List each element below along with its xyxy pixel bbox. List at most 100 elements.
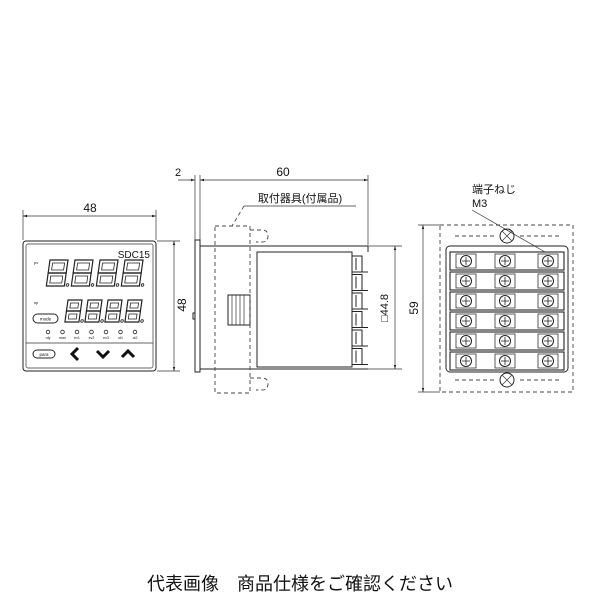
screw-slot	[544, 317, 552, 325]
terminal-screw-icon	[542, 355, 554, 367]
segment-upper-inner	[101, 262, 116, 271]
seven-segment-digit	[120, 259, 145, 287]
terminal-housing	[537, 333, 559, 349]
seven-segment-digit	[70, 259, 95, 287]
decimal-point	[115, 283, 120, 287]
terminals	[449, 251, 565, 371]
bezel-tab	[192, 312, 196, 320]
indicator-label-ot2: ot2	[133, 336, 138, 340]
segment-upper	[125, 299, 143, 312]
segment-lower-inner	[107, 313, 118, 320]
terminal-fin	[352, 255, 368, 273]
segment-upper-inner	[76, 262, 91, 271]
terminal-housing	[494, 273, 516, 289]
segment-upper-inner	[126, 262, 141, 271]
terminal-housing	[537, 313, 559, 329]
bracket-outline	[439, 224, 574, 393]
screw-slot	[501, 257, 509, 265]
terminal-screw-icon	[499, 275, 511, 287]
bracket-hook-bottom	[250, 377, 269, 391]
terminal-screw-icon	[460, 335, 472, 347]
caption: 代表画像 商品仕様をご確認ください	[147, 574, 453, 595]
decimal-point	[140, 319, 144, 323]
decimal-point	[65, 283, 70, 287]
segment-upper-inner	[69, 302, 80, 309]
terminal-housing	[537, 273, 559, 289]
segment-upper	[105, 299, 123, 312]
terminal-screw-icon	[499, 315, 511, 327]
terminal-fin	[352, 311, 368, 328]
terminal-screw-icon	[460, 275, 472, 287]
body-dimension: □44.8	[379, 294, 391, 322]
mode-button[interactable]	[32, 313, 59, 324]
terminal-housing	[455, 273, 477, 289]
indicator-led-ot2	[132, 329, 138, 335]
segment-lower-inner	[49, 275, 64, 284]
segment-lower	[84, 310, 102, 323]
terminal-row	[449, 271, 565, 291]
segment-lower-inner	[99, 275, 114, 284]
terminal-row	[449, 291, 565, 311]
model-label: SDC15	[118, 250, 151, 261]
terminal-row	[449, 251, 565, 271]
side-view: 2 60 取付器具(付属品) □44.8	[175, 165, 402, 394]
seven-segment-digit	[95, 259, 120, 287]
screw-slot	[501, 357, 509, 365]
indicator-label-ot1: ot1	[118, 336, 123, 340]
segment-upper	[65, 299, 83, 312]
width-dimension: 48	[83, 201, 97, 215]
decimal-point	[90, 283, 95, 287]
segment-lower	[95, 272, 117, 287]
terminal-screw-icon	[499, 295, 511, 307]
terminal-screw-icon	[542, 315, 554, 327]
sp-label: sp	[34, 300, 39, 305]
indicator-label-rdy: rdy	[46, 336, 51, 340]
screw-slot	[544, 357, 552, 365]
para-button[interactable]	[32, 349, 56, 359]
mode-button-label: mode	[40, 317, 52, 322]
bracket-hook-top	[250, 229, 269, 243]
indicator-label-ev1: ev1	[74, 336, 80, 340]
terminal-fins	[352, 255, 368, 365]
terminal-screw-icon	[499, 335, 511, 347]
segment-lower	[70, 272, 92, 287]
segment-upper-inner	[51, 262, 66, 271]
segment-lower-inner	[124, 275, 139, 284]
chevron-down-icon[interactable]	[95, 349, 111, 360]
chevron-up-icon[interactable]	[120, 348, 136, 359]
terminal-screw-icon	[460, 355, 472, 367]
screw-slot	[501, 277, 509, 285]
terminal-housing	[537, 353, 559, 369]
seven-segment-digit	[124, 299, 144, 323]
terminal-fin	[352, 329, 368, 347]
terminal-screw-icon	[460, 295, 472, 307]
terminal-screw-icon	[542, 275, 554, 287]
screw-slot	[501, 337, 509, 345]
terminal-fin	[352, 274, 368, 291]
screw-slot	[462, 297, 470, 305]
screw-slot	[501, 317, 509, 325]
screw-slot	[462, 277, 470, 285]
terminal-row	[449, 311, 565, 331]
front-bezel	[194, 239, 201, 373]
terminal-housing	[494, 293, 516, 309]
bracket-screw-top	[499, 228, 515, 244]
decimal-point	[140, 283, 145, 287]
segment-upper-inner	[89, 302, 100, 309]
case-body	[256, 251, 353, 368]
terminal-housing	[455, 313, 477, 329]
panel-thickness-dimension: 2	[175, 167, 181, 179]
screw-slot	[544, 257, 552, 265]
indicator-led-ev1	[74, 329, 80, 335]
segment-upper-inner	[109, 302, 120, 309]
chevron-left-icon[interactable]	[69, 346, 80, 362]
decimal-point	[100, 319, 104, 323]
segment-upper	[72, 259, 94, 274]
indicator-led-ev3	[103, 329, 109, 335]
terminal-housing	[455, 253, 477, 269]
height-dimension: 48	[175, 298, 189, 312]
terminal-screw-icon	[542, 255, 554, 267]
segment-lower-inner	[74, 275, 89, 284]
